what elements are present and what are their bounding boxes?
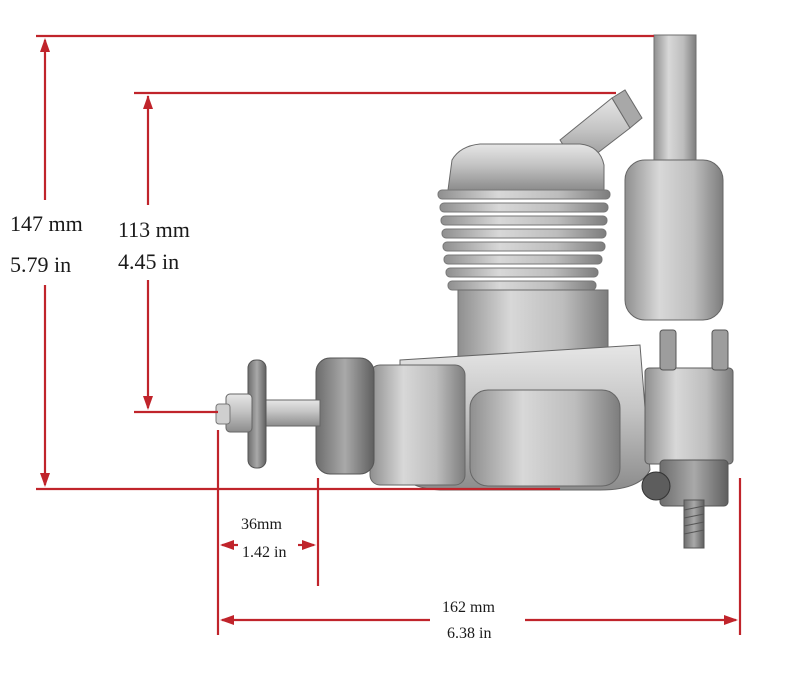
carburetor (644, 367, 734, 465)
prop-shaft-in-label: 1.42 in (242, 544, 286, 561)
mounting-spring (683, 499, 705, 549)
cooling-fins (437, 189, 611, 291)
dimension-prop-shaft (216, 430, 320, 635)
slotted-plate (641, 471, 671, 501)
prop-shaft (261, 399, 321, 427)
prop-hub (315, 357, 375, 475)
cylinder-height-mm-label: 113 mm (118, 217, 190, 242)
front-housing (369, 364, 466, 486)
engine-illustration (215, 34, 734, 549)
prop-nut-tip (215, 403, 231, 425)
dimension-cylinder-height (134, 91, 616, 414)
cylinder-height-in-label: 4.45 in (118, 249, 179, 274)
dimension-overall-height (36, 34, 654, 491)
carburetor-intake (659, 459, 729, 507)
exhaust-pipe (653, 34, 697, 176)
carb-screw (711, 329, 729, 371)
muffler (624, 159, 724, 321)
overall-length-in-label: 6.38 in (447, 625, 491, 642)
dimension-overall-length (220, 478, 742, 635)
prop-shaft-mm-label: 36mm (241, 516, 282, 533)
overall-height-mm-label: 147 mm (10, 211, 83, 236)
cylinder-head (447, 143, 605, 191)
crankcase-lower (469, 389, 621, 487)
overall-height-in-label: 5.79 in (10, 252, 71, 277)
carb-screw (659, 329, 677, 371)
overall-length-mm-label: 162 mm (442, 599, 495, 616)
